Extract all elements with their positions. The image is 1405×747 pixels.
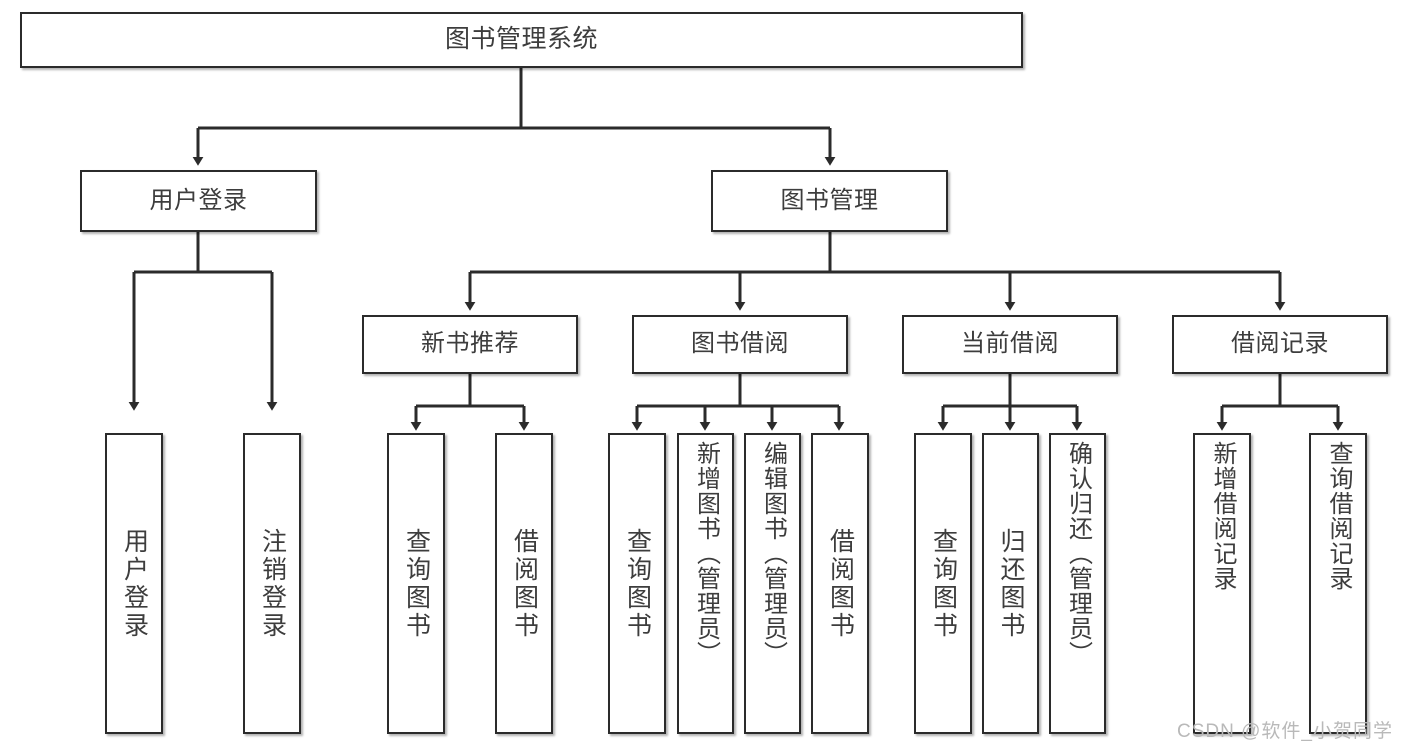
node-label: 图书管理 xyxy=(780,186,879,214)
node-new-book-recommend[interactable]: 新书推荐 xyxy=(362,315,578,374)
node-leaf-return-book[interactable]: 归还图书 xyxy=(982,433,1039,734)
node-label: 用户登录 xyxy=(149,186,248,214)
node-label: 归还图书 xyxy=(997,527,1025,640)
node-label: 查询图书 xyxy=(623,527,652,640)
node-label: 借阅图书 xyxy=(826,527,855,640)
node-label: 图书管理系统 xyxy=(444,25,598,54)
node-borrow-record[interactable]: 借阅记录 xyxy=(1172,315,1388,374)
node-label: 新增借阅记录 xyxy=(1209,441,1236,591)
node-leaf-confirm-return[interactable]: 确认归还（管理员） xyxy=(1049,433,1106,734)
node-label: 新增图书（管理员） xyxy=(692,441,720,666)
node-label: 新书推荐 xyxy=(421,330,519,358)
node-leaf-borrow-book-2[interactable]: 借阅图书 xyxy=(811,433,869,734)
node-label: 查询图书 xyxy=(929,527,958,640)
node-book-borrow[interactable]: 图书借阅 xyxy=(632,315,848,374)
node-leaf-query-record[interactable]: 查询借阅记录 xyxy=(1309,433,1367,734)
node-label: 编辑图书（管理员） xyxy=(759,441,787,666)
node-current-borrow[interactable]: 当前借阅 xyxy=(902,315,1118,374)
node-leaf-borrow-book-1[interactable]: 借阅图书 xyxy=(495,433,553,734)
node-book-management[interactable]: 图书管理 xyxy=(711,170,948,232)
node-label: 确认归还（管理员） xyxy=(1064,441,1092,666)
node-label: 查询借阅记录 xyxy=(1325,441,1352,591)
node-leaf-query-book-1[interactable]: 查询图书 xyxy=(387,433,445,734)
node-label: 图书借阅 xyxy=(691,330,789,358)
node-leaf-query-book-2[interactable]: 查询图书 xyxy=(608,433,666,734)
csdn-watermark: CSDN @软件_小贺同学 xyxy=(1177,721,1393,742)
node-leaf-add-record[interactable]: 新增借阅记录 xyxy=(1193,433,1251,734)
node-leaf-user-login[interactable]: 用户登录 xyxy=(105,433,163,734)
node-label: 查询图书 xyxy=(402,527,431,640)
node-leaf-user-logout[interactable]: 注销登录 xyxy=(243,433,301,734)
node-user-login[interactable]: 用户登录 xyxy=(80,170,317,232)
node-book-management-system[interactable]: 图书管理系统 xyxy=(20,12,1023,68)
node-leaf-query-book-3[interactable]: 查询图书 xyxy=(914,433,972,734)
node-label: 借阅记录 xyxy=(1231,330,1329,358)
node-label: 用户登录 xyxy=(120,527,149,640)
node-leaf-add-book[interactable]: 新增图书（管理员） xyxy=(677,433,734,734)
node-label: 注销登录 xyxy=(258,527,287,640)
node-label: 借阅图书 xyxy=(510,527,539,640)
node-label: 当前借阅 xyxy=(961,330,1059,358)
node-leaf-edit-book[interactable]: 编辑图书（管理员） xyxy=(744,433,801,734)
